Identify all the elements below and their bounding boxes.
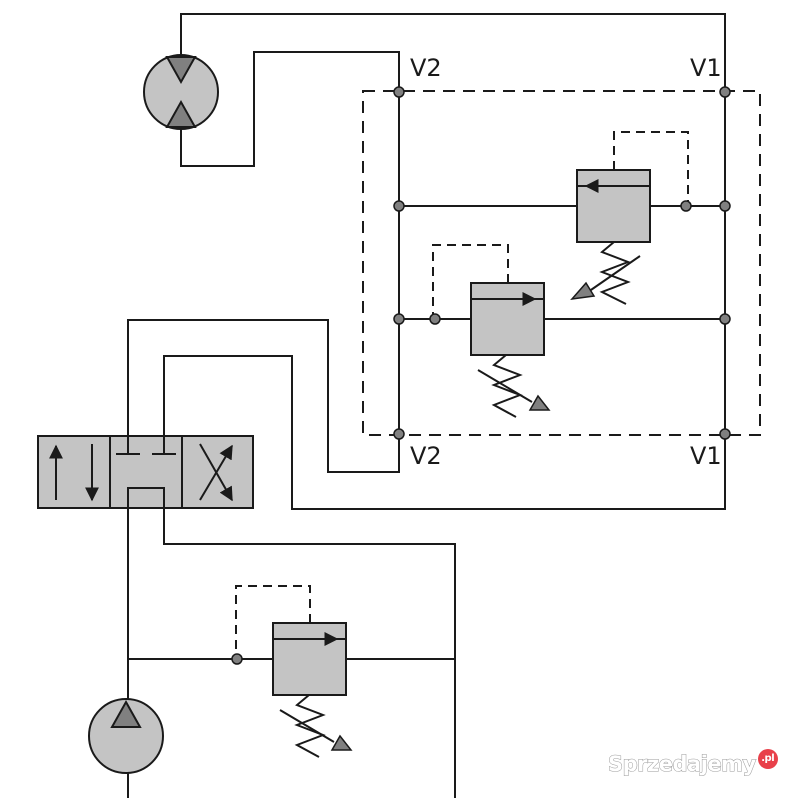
junction-dot: [393, 428, 405, 440]
port-label-v1-top: V1: [690, 54, 722, 82]
junction-dot: [719, 428, 731, 440]
junction-dot: [393, 313, 405, 325]
hydraulic-pump: [88, 698, 164, 774]
hydraulic-motor: [143, 54, 219, 130]
pilot-line-lower: [432, 244, 509, 318]
pressure-relief-valve-supply: [272, 622, 353, 758]
pressure-relief-valve-upper: [570, 169, 651, 305]
watermark-badge: .pl: [757, 749, 778, 769]
junction-dots: [231, 86, 731, 665]
pilot-line-upper: [613, 131, 689, 205]
directional-control-valve: [37, 435, 254, 509]
spring-icon: [599, 241, 631, 305]
spring-icon: [491, 354, 523, 418]
junction-dot: [719, 200, 731, 212]
counterbalance-block-outline: [362, 90, 761, 436]
port-label-v1-bottom: V1: [690, 442, 722, 470]
junction-dot: [393, 200, 405, 212]
junction-dot: [680, 200, 692, 212]
line-motor-to-v2: [180, 51, 400, 167]
junction-dot: [393, 86, 405, 98]
pump-arrow-up-icon: [110, 699, 142, 728]
pressure-relief-valve-lower: [470, 282, 551, 418]
junction-dot: [231, 653, 243, 665]
junction-dot: [429, 313, 441, 325]
adjustable-arrow-icon: [528, 394, 551, 411]
watermark-text: Sprzedajemy: [608, 752, 757, 777]
line-v2-to-valve: [127, 319, 400, 473]
motor-arrow-up-icon: [165, 56, 197, 85]
motor-arrow-down-icon: [165, 99, 197, 128]
junction-dot: [719, 313, 731, 325]
line-motor-to-v1: [180, 13, 726, 92]
watermark-logo: Sprzedajemy .pl: [608, 749, 778, 777]
port-label-v2-top: V2: [410, 54, 442, 82]
junction-dot: [719, 86, 731, 98]
adjustable-arrow-icon: [570, 281, 596, 301]
hydraulic-lines: [127, 13, 726, 798]
line-v1-to-valve: [163, 355, 726, 510]
arrow-cross-icon: [199, 443, 233, 502]
port-label-v2-bottom: V2: [410, 442, 442, 470]
spring-icon: [294, 694, 326, 758]
line-valve-tank: [163, 508, 456, 798]
adjustable-arrow-icon: [330, 734, 353, 751]
pilot-lines: [235, 131, 689, 658]
pilot-line-supply: [235, 585, 311, 658]
